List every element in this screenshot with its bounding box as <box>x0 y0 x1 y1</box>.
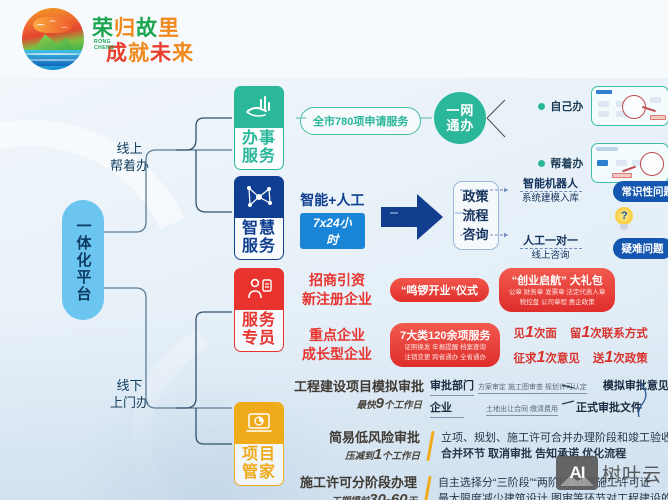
watermark-text: 树叶云 <box>601 464 662 486</box>
branch-offline-line1: 线下 <box>116 378 143 393</box>
branch-online-line2: 帮着办 <box>110 158 150 173</box>
commitment-contact: 留1次联系方式 <box>569 323 648 341</box>
enterprise-detail: 土地出让合同 缴清费用 <box>486 404 558 416</box>
branch-label-online: 线上 帮着办 <box>110 140 149 174</box>
header: 荣归故里 成就未来 RONG CHENG <box>0 0 668 78</box>
badge-service-label: 办事 服务 <box>234 128 284 170</box>
screenshot-self-service <box>591 86 668 126</box>
screenshot-assisted-service <box>591 143 668 183</box>
logo-slogan: 荣归故里 成就未来 RONG CHENG <box>92 12 202 66</box>
formal-document-label: 正式审批文件 <box>575 402 642 414</box>
project-item3-title: 施工许可分阶段办理 <box>300 475 418 490</box>
network-node-icon <box>234 176 284 218</box>
topic-policy: 政策 <box>462 189 489 204</box>
person-badge-icon <box>234 268 284 310</box>
background-hill-2 <box>60 380 360 500</box>
row-service: 办事 服务 全市780项申请服务 一网 通办 自己办 <box>232 86 668 183</box>
slogan-char-7: 未 <box>150 42 172 65</box>
laptop-chart-icon <box>234 402 284 444</box>
path-robot: 智能机器人 系统建模入库 <box>515 178 587 205</box>
hand-service-icon <box>234 86 284 128</box>
rongcheng-logo-icon <box>22 8 84 70</box>
path-human: 人工一对一 线上咨询 <box>515 235 587 262</box>
smart-topics: 政策 流程 咨询 <box>452 181 499 250</box>
result-difficult-question[interactable]: 疑难问题 <box>612 238 668 259</box>
slogan-char-5: 成 <box>106 42 128 65</box>
topic-process: 流程 <box>462 208 489 223</box>
simulated-opinion-label: 模拟审批意见 <box>602 380 668 392</box>
opening-ceremony-pill[interactable]: “鸣锣开业”仪式 <box>390 278 489 302</box>
root-node-integrated-platform[interactable]: 一体化平台 <box>62 200 104 320</box>
badge-project[interactable]: 项目 管家 <box>232 402 286 486</box>
slogan-char-3: 故 <box>136 17 158 40</box>
project-item2-title: 简易低风险审批 <box>329 430 421 445</box>
flow-arrow-icon <box>380 194 443 240</box>
lightbulb-icon: ? <box>614 207 634 233</box>
badge-agent-label: 服务 专员 <box>234 310 284 352</box>
enterprise-label: 企业 <box>430 402 452 414</box>
agent-group1-title: 招商引资 新注册企业 <box>302 272 372 307</box>
commitment-meet: 见1次面 <box>513 323 557 341</box>
image-placeholder-icon: AI <box>555 456 598 490</box>
badge-smart-label: 智慧 服务 <box>234 218 284 260</box>
slogan-char-6: 就 <box>128 42 150 65</box>
approval-dept-detail: 方案审定 施工图审查 规划许可认定 <box>478 382 587 394</box>
agent-commitments: 见1次面 留1次联系方式 征求1次意见 送1次政策 <box>513 324 647 367</box>
branch-label-offline: 线下 上门办 <box>110 377 149 411</box>
seven-categories-block[interactable]: 7大类120余项服务 证照换发 年报提醒 档案查询 注销变更 跨省通办 全省通办 <box>390 323 501 367</box>
smart-hours-badge: 7x24小时 <box>300 213 365 249</box>
branch-online-line1: 线上 <box>116 141 143 156</box>
smart-headline-group: 智能+人工 7x24小时 <box>300 191 365 249</box>
bullet-dot-icon <box>538 159 546 167</box>
badge-smart[interactable]: 智慧 服务 <box>232 176 286 260</box>
project-item3-head: 施工许可分阶段办理 工期提前30-60天 <box>294 474 417 500</box>
slogan-char-1: 荣 <box>92 17 114 40</box>
top-background-band <box>0 0 668 78</box>
agent-group2-title: 重点企业 成长型企业 <box>302 327 372 362</box>
row-smart: 智慧 服务 智能+人工 7x24小时 政策 流程 咨询 智能机器人 系统建模入库… <box>232 176 668 262</box>
one-net-node[interactable]: 一网 通办 <box>434 92 487 144</box>
smart-paths: 智能机器人 系统建模入库 常识性问题 ? 人工一对一 线上咨询 疑难问 <box>515 178 668 262</box>
project-item2-sub: 压减到1个工作日 <box>345 446 421 463</box>
project-item1-flow: 审批部门 方案审定 施工图审查 规划许可认定 模拟审批意见 企业 土地出让合同 … <box>430 378 668 418</box>
project-item1-head: 工程建设项目模拟审批 最快9个工作日 <box>294 378 425 412</box>
bullet-dot-icon <box>538 102 546 110</box>
logo-pinyin: RONG CHENG <box>94 39 115 51</box>
slogan-char-8: 来 <box>172 42 194 65</box>
startup-gift-block[interactable]: “创业启航” 大礼包 公章 财务章 发票章 法定代表人章 税控盘 公司章程 惠企… <box>499 268 616 312</box>
service-branch-list: 自己办 帮着办 <box>538 86 668 183</box>
approval-dept-label: 审批部门 <box>430 380 474 392</box>
commitment-policy: 送1次政策 <box>592 348 648 366</box>
service-branch-self[interactable]: 自己办 <box>538 98 583 114</box>
row-agent: 服务 专员 招商引资 新注册企业 “鸣锣开业”仪式 “创业启航” 大礼包 公章 … <box>232 268 668 367</box>
badge-service[interactable]: 办事 服务 <box>232 86 286 170</box>
project-item1-sub: 最快9个工作日 <box>356 395 422 412</box>
commitment-feedback: 征求1次意见 <box>513 348 580 366</box>
watermark: AI 树叶云 <box>555 456 662 490</box>
slogan-char-4: 里 <box>158 17 180 40</box>
project-item2-head: 简易低风险审批 压减到1个工作日 <box>294 429 420 463</box>
agent-content: 招商引资 新注册企业 “鸣锣开业”仪式 “创业启航” 大礼包 公章 财务章 发票… <box>294 268 668 367</box>
smart-headline: 智能+人工 <box>300 192 365 208</box>
project-item1-title: 工程建设项目模拟审批 <box>294 379 425 394</box>
service-items-pill[interactable]: 全市780项申请服务 <box>300 107 422 135</box>
service-branch-assisted[interactable]: 帮着办 <box>538 155 583 171</box>
result-common-question[interactable]: 常识性问题 <box>612 181 668 202</box>
badge-project-label: 项目 管家 <box>234 444 284 486</box>
project-item3-sub: 工期提前30-60天 <box>331 491 417 500</box>
badge-agent[interactable]: 服务 专员 <box>232 268 286 352</box>
slogan-char-2: 归 <box>114 17 136 40</box>
branch-offline-line2: 上门办 <box>110 395 150 410</box>
